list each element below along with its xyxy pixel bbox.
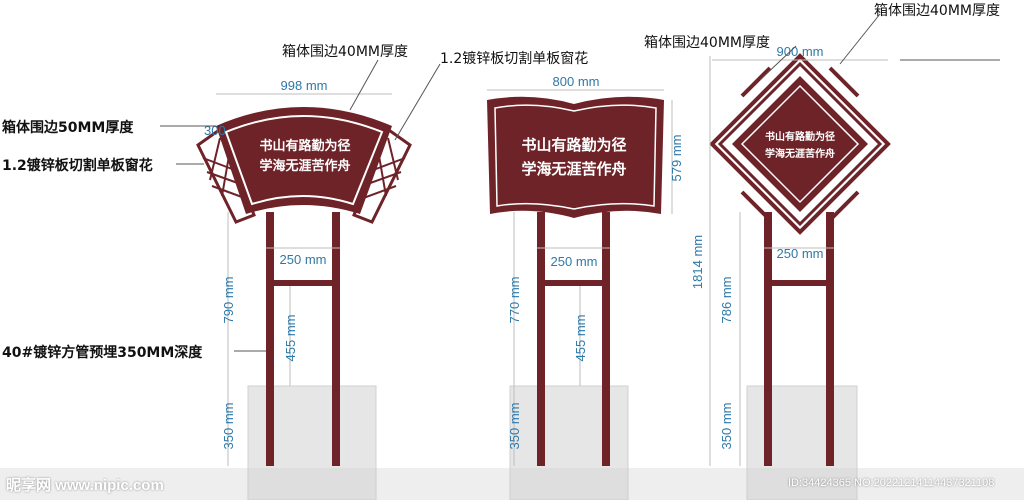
sign-2-post-left (537, 212, 545, 466)
sign-3-outer-frame (709, 53, 891, 235)
watermark-right: ID:34424365 NO:20221214114437321108 (788, 477, 995, 489)
sign-1-brace-dim: 455 mm (283, 315, 298, 362)
annotation-box-edge-40-c: 箱体围边40MM厚度 (874, 3, 1000, 19)
watermark-left: 昵享网 www.nipic.com (6, 477, 164, 494)
sign-1-side-dim: 300 (204, 123, 226, 138)
sign-3-total-dim: 1814 mm (690, 235, 705, 289)
sign-1-right-lattice (352, 125, 412, 224)
sign-1-post-left (266, 212, 274, 466)
annotation-window-left: 1.2镀锌板切割单板窗花 (2, 158, 153, 174)
sign-1-post-height-dim: 790 mm (221, 277, 236, 324)
sign-1-post-gap-dim: 250 mm (280, 252, 327, 267)
sign-1-post-right (332, 212, 340, 466)
annotation-box-edge-40-a: 箱体围边40MM厚度 (282, 44, 408, 60)
sign-3-text-line2: 学海无涯苦作舟 (765, 147, 835, 160)
sign-3: 书山有路勤为径 学海无涯苦作舟 (709, 53, 891, 466)
sign-2-text-line2: 学海无涯苦作舟 (521, 160, 626, 178)
sign-3-width-dim: 900 mm (777, 44, 824, 59)
sign-3-post-gap-dim: 250 mm (777, 246, 824, 261)
sign-3-panel (732, 76, 868, 212)
sign-1-dimension-lines (216, 93, 392, 466)
sign-1-panel (216, 107, 392, 214)
sign-2-brace-dim: 455 mm (573, 315, 588, 362)
sign-2-width-dim: 800 mm (553, 74, 600, 89)
sign-2-post-gap-dim: 250 mm (551, 254, 598, 269)
annotation-box-edge-40-b: 箱体围边40MM厚度 (644, 35, 770, 51)
sign-1: 书山有路勤为径 学海无涯苦作舟 (196, 107, 412, 466)
sign-2-text-line1: 书山有路勤为径 (521, 136, 626, 154)
sign-2: 书山有路勤为径 学海无涯苦作舟 (487, 96, 664, 466)
sign-3-post-height-dim: 786 mm (719, 277, 734, 324)
annotation-window-top: 1.2镀锌板切割单板窗花 (440, 51, 589, 67)
sign-2-brace (537, 280, 610, 286)
sign-1-brace (266, 280, 340, 286)
sign-3-dimension-lines (709, 56, 888, 466)
sign-3-embed-dim: 350 mm (719, 403, 734, 450)
sign-2-dimension-lines (487, 89, 673, 466)
sign-1-text-line1: 书山有路勤为径 (259, 138, 350, 154)
sign-3-post-right (826, 212, 834, 466)
sign-2-panel-dim: 579 mm (669, 135, 684, 182)
annotation-pipe-embed: 40#镀锌方管预埋350MM深度 (2, 345, 203, 361)
sign-1-text-line2: 学海无涯苦作舟 (259, 158, 350, 174)
annotation-box-edge-50: 箱体围边50MM厚度 (2, 120, 134, 136)
watermark-bar (0, 468, 1024, 500)
sign-2-post-right (602, 212, 610, 466)
sign-3-text-line1: 书山有路勤为径 (765, 130, 835, 143)
leader-lines (160, 13, 1000, 352)
sign-1-left-lattice (196, 125, 256, 224)
sign-1-width-dim: 998 mm (281, 78, 328, 93)
sign-3-brace (764, 280, 834, 286)
sign-1-embed-dim: 350 mm (221, 403, 236, 450)
sign-3-post-left (764, 212, 772, 466)
sign-2-embed-dim: 350 mm (507, 403, 522, 450)
sign-2-panel (487, 96, 664, 218)
sign-2-post-height-dim: 770 mm (507, 277, 522, 324)
